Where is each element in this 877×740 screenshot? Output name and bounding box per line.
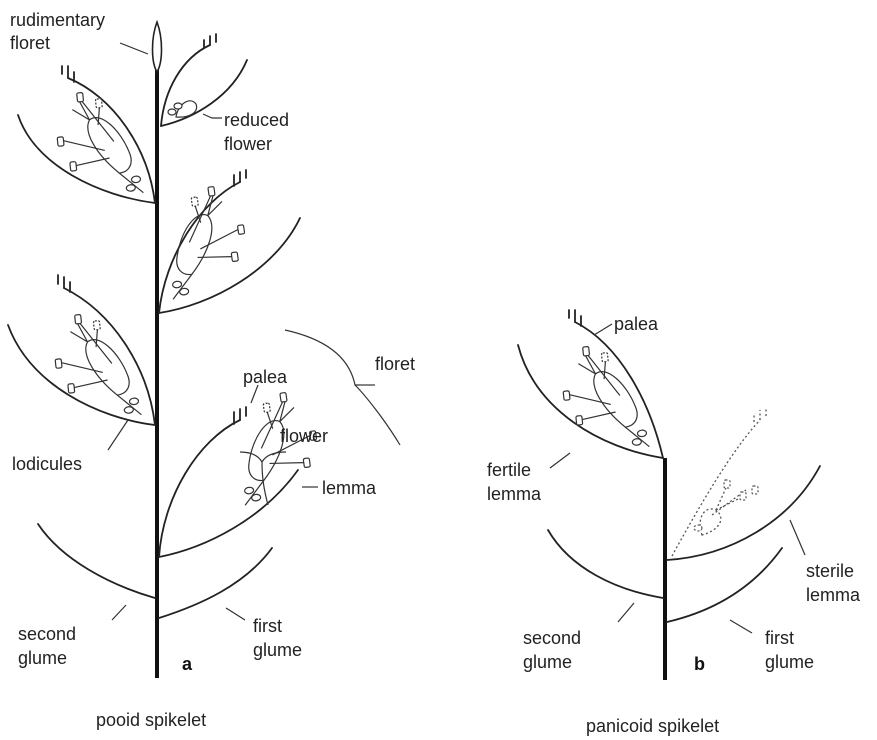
palea bbox=[64, 288, 155, 425]
panicoid-first-glume bbox=[667, 548, 782, 622]
label-flower: flower bbox=[280, 426, 328, 446]
panicoid-second-glume bbox=[548, 530, 663, 598]
pooid-floret-lowest bbox=[159, 389, 324, 557]
rudimentary-floret bbox=[153, 22, 162, 72]
pooid-floret-3 bbox=[158, 170, 300, 313]
caption-pooid: pooid spikelet bbox=[96, 710, 206, 730]
panel-letter-b: b bbox=[694, 654, 705, 674]
panicoid-spikelet: palea fertile lemma sterile lemma second… bbox=[487, 310, 861, 736]
label-panicoid-first-glume: first glume bbox=[765, 628, 814, 672]
caption-panicoid: panicoid spikelet bbox=[586, 716, 719, 736]
sterile-lemma bbox=[667, 466, 820, 560]
panel-letter-a: a bbox=[182, 654, 193, 674]
label-second-glume: second glume bbox=[18, 624, 81, 668]
label-rudimentary-floret: rudimentary floret bbox=[10, 10, 110, 53]
sterile-palea bbox=[672, 420, 760, 556]
pooid-first-glume bbox=[159, 548, 272, 618]
label-first-glume: first glume bbox=[253, 616, 302, 660]
pooid-second-glume bbox=[38, 524, 155, 598]
label-palea: palea bbox=[243, 367, 288, 387]
lemma bbox=[159, 218, 300, 313]
label-panicoid-second-glume: second glume bbox=[523, 628, 586, 672]
pooid-floret-4 bbox=[18, 66, 155, 203]
label-reduced-flower: reduced flower bbox=[224, 110, 294, 154]
label-lodicules: lodicules bbox=[12, 454, 82, 474]
label-lemma: lemma bbox=[322, 478, 377, 498]
palea bbox=[159, 420, 240, 557]
label-sterile-lemma: sterile lemma bbox=[806, 561, 861, 605]
pooid-spikelet: rudimentary floret reduced flower floret… bbox=[8, 10, 415, 730]
panicoid-palea bbox=[575, 322, 663, 458]
pooid-floret-2 bbox=[8, 275, 155, 425]
palea bbox=[159, 182, 240, 313]
label-floret: floret bbox=[375, 354, 415, 374]
label-fertile-lemma: fertile lemma bbox=[487, 460, 542, 504]
flower-bracket bbox=[240, 452, 286, 505]
label-panicoid-palea: palea bbox=[614, 314, 659, 334]
